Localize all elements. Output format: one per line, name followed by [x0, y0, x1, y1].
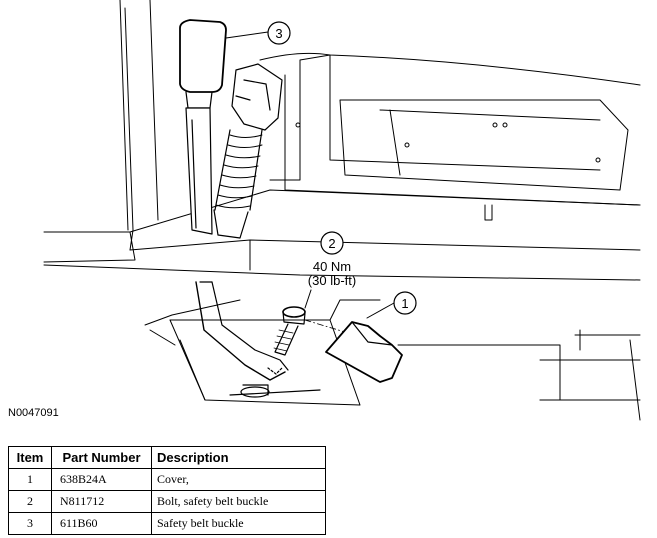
torque-lbft: (30 lb-ft) — [308, 273, 356, 288]
parts-table: Item Part Number Description 1 638B24A C… — [8, 446, 326, 535]
callout-2-number: 2 — [328, 236, 335, 251]
callout-3-leader — [225, 31, 269, 39]
callout-2-leader — [304, 289, 312, 309]
cell-part-number: 638B24A — [51, 468, 152, 491]
parts-table-header-row: Item Part Number Description — [8, 446, 326, 469]
torque-nm: 40 Nm — [313, 259, 351, 274]
cell-description: Cover, — [151, 468, 326, 491]
callout-3-number: 3 — [275, 26, 282, 41]
callout-1: 1 — [393, 291, 417, 315]
cell-item: 3 — [8, 512, 52, 535]
seat-belt-buckle-illustration: 3 2 40 Nm (30 lb-ft) 1 — [43, 0, 641, 421]
cell-item: 2 — [8, 490, 52, 513]
callout-2: 2 40 Nm (30 lb-ft) — [308, 231, 356, 288]
buckle-anchor-strap — [195, 281, 321, 398]
cell-item: 1 — [8, 468, 52, 491]
callout-1-number: 1 — [401, 296, 408, 311]
anchor-cover — [325, 321, 403, 383]
table-row: 3 611B60 Safety belt buckle — [8, 512, 326, 535]
figure-id: N0047091 — [8, 407, 59, 419]
callout-1-leader — [366, 302, 395, 319]
cell-description: Bolt, safety belt buckle — [151, 490, 326, 513]
safety-belt-buckle — [179, 19, 283, 239]
cell-part-number: 611B60 — [51, 512, 152, 535]
header-item: Item — [8, 446, 52, 469]
callout-3: 3 — [267, 21, 291, 45]
header-part-number: Part Number — [51, 446, 152, 469]
seat-frame-outline — [43, 0, 641, 421]
table-row: 2 N811712 Bolt, safety belt buckle — [8, 490, 326, 513]
safety-belt-buckle-bolt — [267, 306, 346, 375]
cell-description: Safety belt buckle — [151, 512, 326, 535]
cell-part-number: N811712 — [51, 490, 152, 513]
header-description: Description — [151, 446, 326, 469]
table-row: 1 638B24A Cover, — [8, 468, 326, 491]
